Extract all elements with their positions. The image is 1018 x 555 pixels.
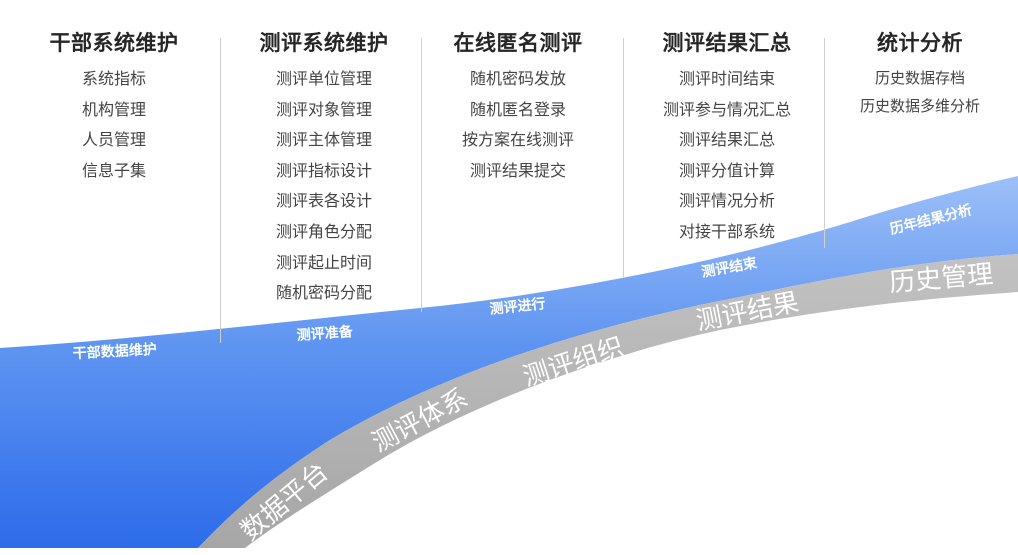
column-statistics: 统计分析 历史数据存档 历史数据多维分析: [820, 28, 1018, 120]
list-item: 测评对象管理: [275, 99, 372, 119]
column-title: 在线匿名测评: [453, 31, 583, 55]
list-item: 人员管理: [81, 130, 146, 150]
list-item: 测评情况分析: [678, 191, 775, 211]
list-item: 测评参与情况汇总: [662, 99, 791, 119]
column-online-anonymous: 在线匿名测评 随机密码发放 随机匿名登录 按方案在线测评 测评结果提交: [418, 28, 618, 186]
gray-band: [198, 254, 1018, 548]
list-item: 按方案在线测评: [461, 130, 574, 150]
list-item: 随机匿名登录: [469, 99, 566, 119]
column-title: 统计分析: [877, 31, 963, 55]
list-item: 测评结果提交: [469, 160, 566, 180]
list-item: 测评角色分配: [275, 221, 372, 241]
column-cadre-system: 干部系统维护 系统指标 机构管理 人员管理 信息子集: [14, 28, 214, 186]
blue-band-label: 测评进行: [489, 295, 546, 318]
column-title: 测评结果汇总: [662, 31, 792, 55]
column-evaluation-system: 测评系统维护 测评单位管理 测评对象管理 测评主体管理 测评指标设计 测评表各设…: [224, 28, 424, 309]
column-title: 测评系统维护: [259, 31, 389, 55]
list-item: 测评分值计算: [678, 160, 775, 180]
column-divider: [623, 38, 624, 278]
column-divider: [421, 38, 422, 312]
column-item-list: 随机密码发放 随机匿名登录 按方案在线测评 测评结果提交: [418, 64, 618, 186]
list-item: 测评时间结束: [678, 69, 775, 88]
blue-band-label: 测评准备: [296, 323, 354, 344]
list-item: 历史数据存档: [874, 69, 965, 87]
list-item: 测评表各设计: [275, 191, 372, 211]
list-item: 随机密码发放: [469, 69, 566, 88]
list-item: 信息子集: [81, 160, 146, 180]
list-item: 随机密码分配: [275, 283, 372, 303]
blue-band-label: 干部数据维护: [72, 341, 157, 362]
column-title: 干部系统维护: [49, 31, 179, 55]
list-item: 机构管理: [81, 99, 146, 119]
column-result-summary: 测评结果汇总 测评时间结束 测评参与情况汇总 测评结果汇总 测评分值计算 测评情…: [627, 28, 827, 248]
blue-band: [0, 176, 1018, 548]
list-item: 测评指标设计: [275, 160, 372, 180]
column-item-list: 测评时间结束 测评参与情况汇总 测评结果汇总 测评分值计算 测评情况分析 对接干…: [627, 64, 827, 248]
list-item: 测评单位管理: [275, 69, 372, 88]
list-item: 历史数据多维分析: [859, 97, 980, 115]
list-item: 测评主体管理: [275, 130, 372, 150]
list-item: 对接干部系统: [678, 221, 775, 241]
list-item: 测评结果汇总: [678, 130, 775, 150]
column-item-list: 历史数据存档 历史数据多维分析: [820, 64, 1018, 120]
column-divider: [220, 38, 221, 343]
column-item-list: 测评单位管理 测评对象管理 测评主体管理 测评指标设计 测评表各设计 测评角色分…: [224, 64, 424, 309]
list-item: 测评起止时间: [275, 252, 372, 272]
list-item: 系统指标: [81, 69, 146, 88]
column-divider: [824, 38, 825, 248]
column-item-list: 系统指标 机构管理 人员管理 信息子集: [14, 64, 214, 186]
